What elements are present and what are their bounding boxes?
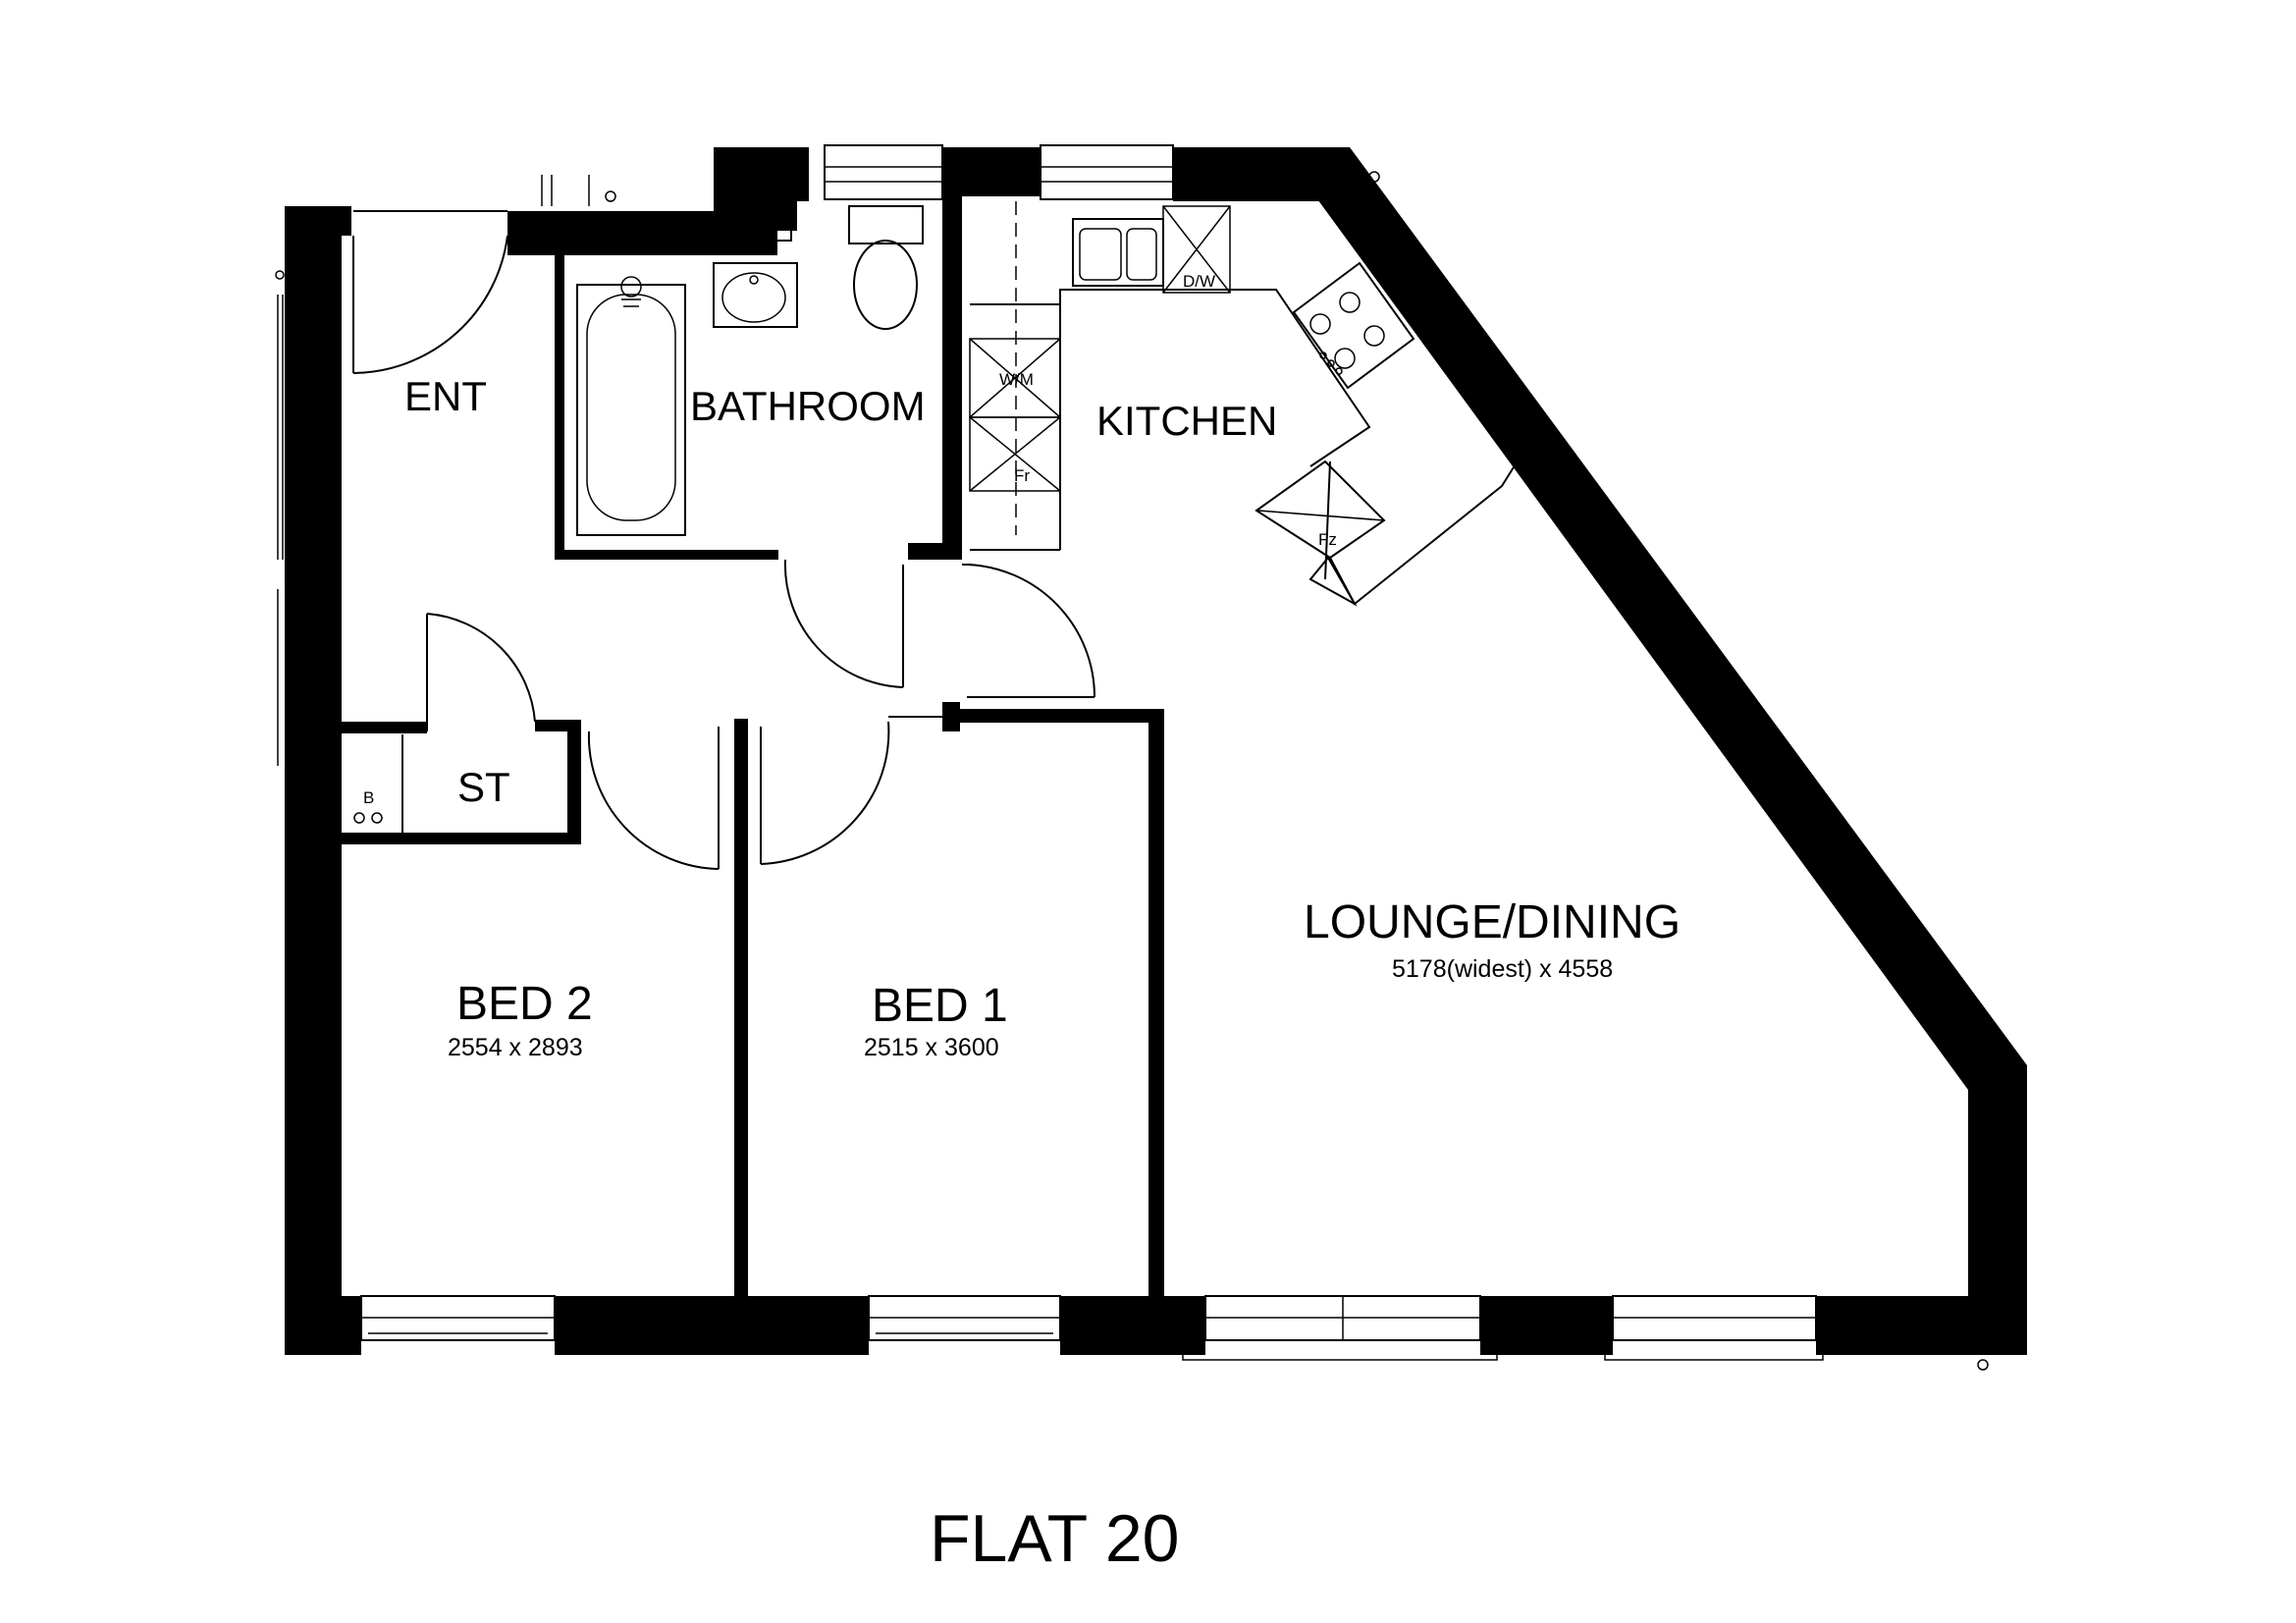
bedroom-doors xyxy=(587,716,947,870)
fridge-label: Fr xyxy=(1014,466,1030,485)
bottom-wall-5 xyxy=(1816,1296,2027,1355)
bathroom-door-swing xyxy=(783,559,904,688)
windows xyxy=(277,144,1824,1361)
bed1-door-swing xyxy=(760,721,890,865)
wm-label: W/M xyxy=(999,370,1034,389)
room-bed2-label: BED 2 xyxy=(456,978,593,1030)
room-bed1-size: 2515 x 3600 xyxy=(864,1034,999,1061)
bed1-top-wall xyxy=(947,709,1163,723)
hob-icon xyxy=(1292,261,1415,390)
room-ent-label: ENT xyxy=(404,373,487,419)
bath-kitchen-partition xyxy=(942,147,962,560)
bed-partition xyxy=(734,719,748,1303)
dw-label: D/W xyxy=(1183,272,1215,291)
room-bed2-size: 2554 x 2893 xyxy=(448,1034,583,1061)
bed1-top-stub xyxy=(942,702,960,731)
bath-tub-icon xyxy=(576,276,686,536)
boiler-icon xyxy=(353,812,365,824)
entrance-wall xyxy=(507,211,557,255)
window-bathroom xyxy=(824,144,943,200)
entrance-door-swing xyxy=(352,235,508,374)
basin-icon xyxy=(713,262,798,328)
bed1-lounge-partition xyxy=(1148,709,1164,1303)
bed2-door-swing xyxy=(587,730,720,870)
sink-icon xyxy=(1072,218,1164,287)
fz-label: Fz xyxy=(1318,530,1337,549)
top-left-stub xyxy=(285,206,351,236)
room-kitchen-label: KITCHEN xyxy=(1096,398,1277,444)
store-area: B xyxy=(338,613,536,833)
boiler-label: B xyxy=(363,788,374,807)
room-lounge-size: 5178(widest) x 4558 xyxy=(1392,955,1613,983)
plan-title: FLAT 20 xyxy=(930,1501,1180,1576)
fridge-icon: Fr xyxy=(969,416,1061,492)
window-bed1 xyxy=(868,1295,1061,1341)
dishwasher-icon: D/W xyxy=(1162,205,1231,294)
exterior-walls xyxy=(285,147,2027,1355)
bottom-wall-4 xyxy=(1480,1296,1613,1355)
toilet-icon xyxy=(848,205,924,330)
room-bathroom-label: BATHROOM xyxy=(690,383,926,429)
bath-left-wall xyxy=(555,253,564,560)
window-left xyxy=(277,295,284,766)
entrance xyxy=(352,175,797,374)
kitchen-partition-foot xyxy=(908,543,962,560)
room-bed1-label: BED 1 xyxy=(872,980,1008,1032)
freezer-icon: Fz xyxy=(1257,510,1385,549)
bathroom-fixtures xyxy=(576,205,924,688)
store-top-wall xyxy=(339,722,427,733)
bath-bottom-wall xyxy=(555,550,777,560)
store-right-wall xyxy=(567,720,581,842)
store-door-swing xyxy=(426,613,536,723)
bottom-wall-2 xyxy=(555,1296,869,1355)
bed2-top-wall xyxy=(339,833,581,844)
window-kitchen xyxy=(1040,144,1174,200)
kitchen-fixtures: W/M Fr D/W xyxy=(962,201,1527,698)
kitchen-door-swing xyxy=(966,564,1095,698)
internal-walls xyxy=(339,147,1164,1303)
bottom-wall-1 xyxy=(285,1296,361,1355)
room-lounge-label: LOUNGE/DINING xyxy=(1304,896,1681,948)
window-lounge-1 xyxy=(1182,1295,1498,1361)
washing-machine-icon: W/M xyxy=(969,338,1061,418)
bottom-wall-3 xyxy=(1060,1296,1205,1355)
room-store-label: ST xyxy=(457,764,510,810)
window-lounge-2 xyxy=(1604,1295,1824,1361)
left-wall xyxy=(285,206,342,1355)
window-bed2 xyxy=(360,1295,556,1341)
